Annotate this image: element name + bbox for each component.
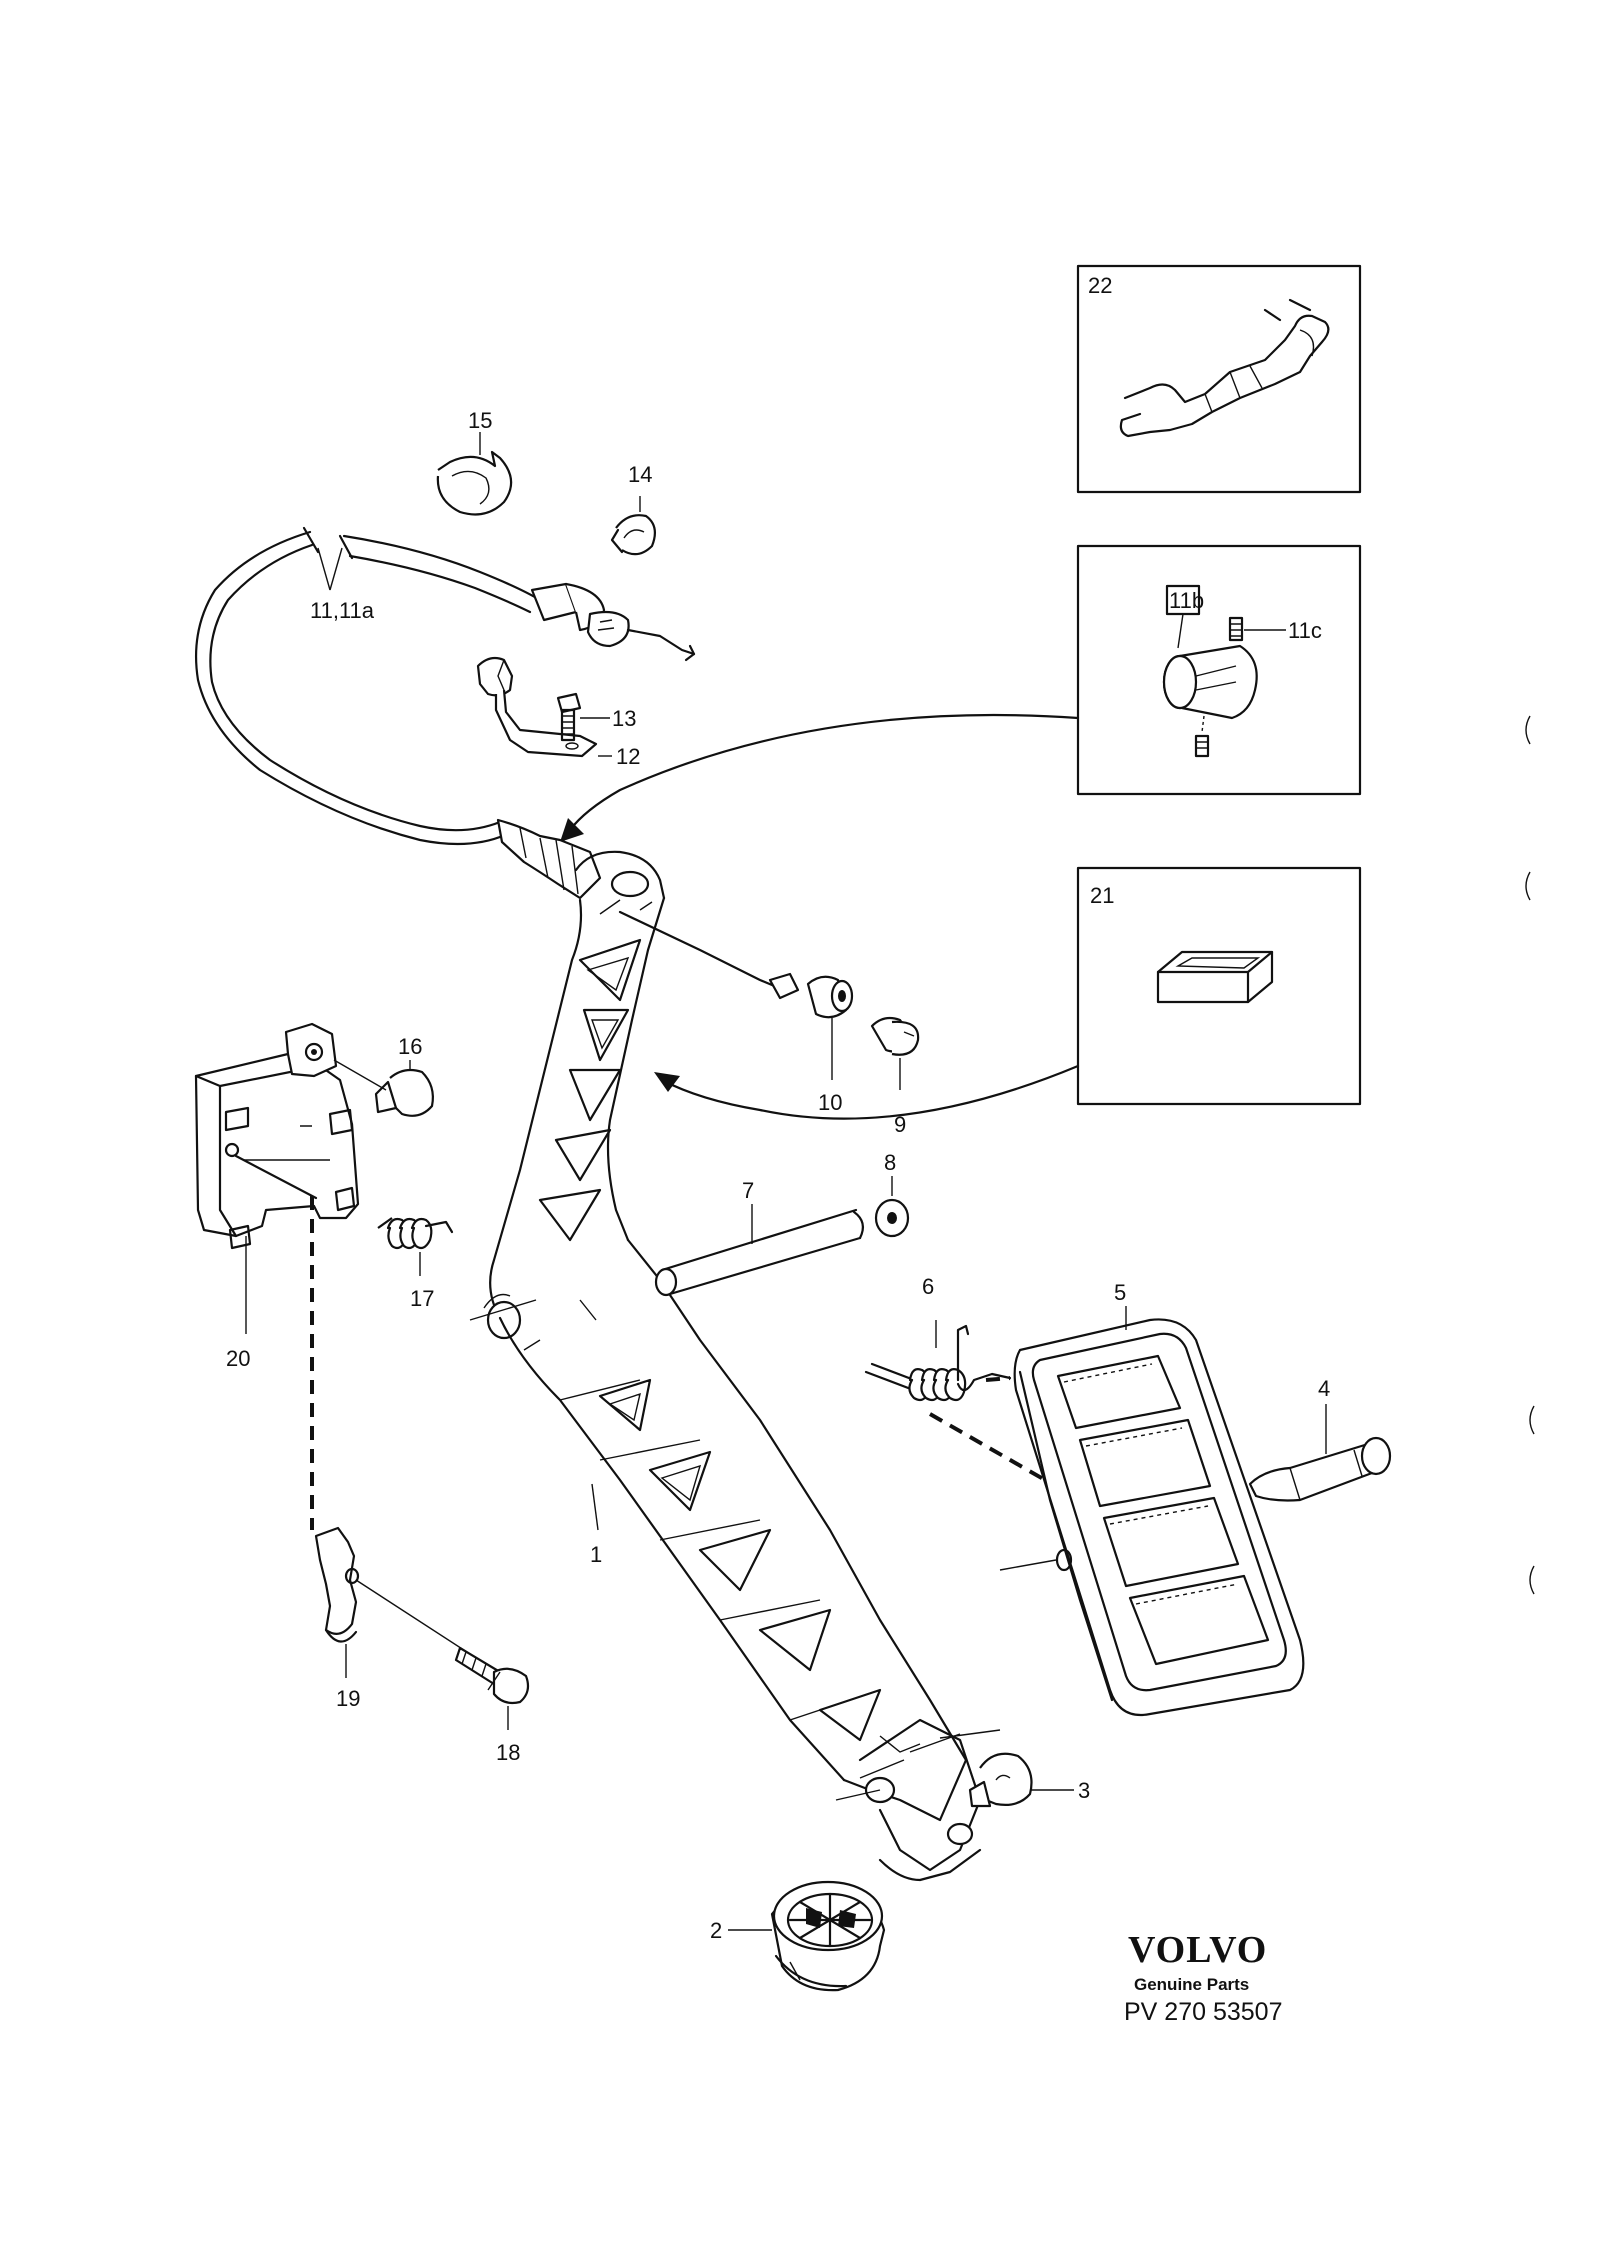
arrow-to-pedal-top	[654, 1064, 1080, 1120]
cable-lower-sleeve	[496, 818, 602, 900]
rubber-buffer-part-21	[1156, 950, 1274, 1004]
part-label-11c: 11c	[1288, 618, 1322, 643]
part-label-11b: 11b	[1169, 588, 1204, 613]
part-label-18: 18	[496, 1740, 520, 1765]
screw-part-18	[454, 1646, 530, 1705]
set-screw-part-11c-bottom	[1194, 715, 1210, 758]
bumper-part-3	[968, 1752, 1033, 1808]
part-label-2: 2	[710, 1918, 722, 1943]
pedal-lever-part-1	[469, 850, 1001, 1882]
cable-clip-part-22	[1119, 298, 1330, 438]
illustration-code: PV 270 53507	[1124, 1998, 1282, 2026]
set-screw-part-11c-top	[1228, 616, 1244, 642]
part-label-17: 17	[410, 1286, 434, 1311]
part-label-13: 13	[612, 706, 636, 731]
clip-part-9	[870, 1016, 920, 1056]
part-label-7: 7	[742, 1178, 754, 1203]
part-label-14: 14	[628, 462, 652, 487]
spring-part-17	[377, 1217, 454, 1250]
part-label-3: 3	[1078, 1778, 1090, 1803]
shaft-part-7	[654, 1208, 865, 1297]
brand-logo: VOLVO	[1128, 1929, 1267, 1971]
screw-part-13	[556, 692, 582, 742]
clip-part-15	[436, 450, 513, 516]
part-label-22: 22	[1088, 273, 1112, 298]
part-label-16: 16	[398, 1034, 422, 1059]
part-label-10: 10	[818, 1090, 842, 1115]
clip-part-19	[314, 1526, 360, 1643]
part-label-9: 9	[894, 1112, 906, 1137]
inset-box-22: 22	[1076, 264, 1362, 494]
pin-part-4	[1248, 1436, 1392, 1502]
inset-box-11b: 11b 11c	[1076, 544, 1362, 796]
part-label-19: 19	[336, 1686, 360, 1711]
pedal-pad-part-5	[999, 1318, 1305, 1717]
part-label-21: 21	[1090, 883, 1114, 908]
part-label-4: 4	[1318, 1376, 1330, 1401]
inset-box-21: 21	[1076, 866, 1362, 1106]
binder-margin-marks	[1525, 715, 1535, 1595]
clip-part-14	[610, 514, 657, 556]
part-label-20: 20	[226, 1346, 250, 1371]
part-label-15: 15	[468, 408, 492, 433]
part-label-11: 11,11a	[310, 598, 375, 623]
adjuster-sleeve-part-11b	[1162, 644, 1258, 720]
part-label-5: 5	[1114, 1280, 1126, 1305]
cable-end-nipple	[768, 972, 800, 1000]
bumper-part-16	[333, 1059, 434, 1117]
volvo-genuine-parts-logo: VOLVO Genuine Parts	[1128, 1929, 1267, 1994]
part-label-1: 1	[590, 1542, 602, 1567]
part-label-12: 12	[616, 744, 640, 769]
pedal-bracket-part-20	[194, 1022, 360, 1250]
pedal-cap-part-2	[770, 1880, 886, 1992]
assembly-line-spring-to-pad	[929, 1412, 1053, 1486]
bush-part-10	[806, 975, 854, 1019]
part-label-6: 6	[922, 1274, 934, 1299]
spring-part-6	[864, 1324, 1012, 1402]
washer-part-8	[874, 1198, 910, 1238]
throttle-cable-part-11	[195, 526, 800, 1000]
part-label-8: 8	[884, 1150, 896, 1175]
arrow-to-cable-end	[560, 713, 1080, 842]
cable-nut-fitting	[530, 582, 696, 662]
brand-subtitle: Genuine Parts	[1134, 1975, 1249, 1994]
